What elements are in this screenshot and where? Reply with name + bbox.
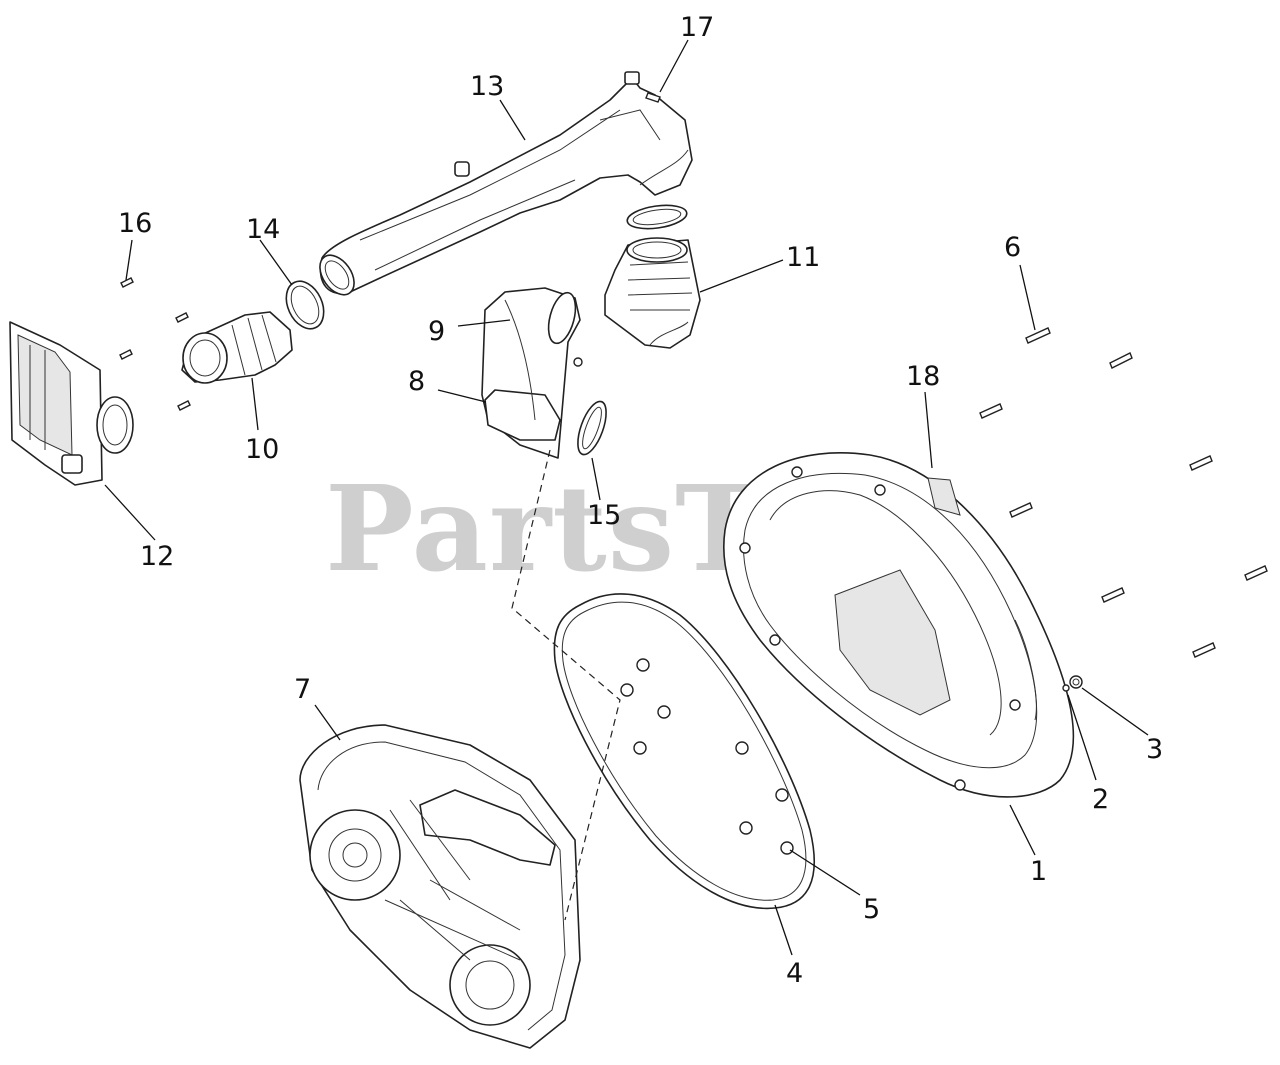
label-3: 3 <box>1146 734 1163 765</box>
label-8: 8 <box>408 366 425 397</box>
label-4: 4 <box>786 958 803 989</box>
label-7: 7 <box>294 674 311 705</box>
part-16-screw[interactable] <box>120 277 134 288</box>
part-18-decal[interactable] <box>927 477 961 516</box>
part-11-intake-boot[interactable] <box>604 237 701 349</box>
part-2-washer[interactable] <box>1062 684 1070 692</box>
part-7-outer-clutch-cover[interactable] <box>299 724 581 1049</box>
label-18: 18 <box>906 361 940 392</box>
alignment-line <box>511 449 621 921</box>
label-16: 16 <box>118 208 152 239</box>
part-14-hose-clamp[interactable] <box>279 275 331 335</box>
label-12: 12 <box>140 541 174 572</box>
part-labels: 1 2 3 4 5 6 7 8 9 10 11 12 13 14 15 16 1… <box>118 12 1163 989</box>
label-1: 1 <box>1030 856 1047 887</box>
label-17: 17 <box>680 12 714 43</box>
part-8-duct-elbow[interactable] <box>481 287 583 459</box>
label-5: 5 <box>863 894 880 925</box>
fastener-group-12 <box>119 312 191 411</box>
label-11: 11 <box>786 242 820 273</box>
label-14: 14 <box>246 214 280 245</box>
intake-gasket <box>626 204 688 230</box>
label-10: 10 <box>245 434 279 465</box>
part-12-air-box[interactable] <box>9 321 134 486</box>
part-10-coupler-boot[interactable] <box>181 311 293 384</box>
label-15: 15 <box>587 500 621 531</box>
part-17-screw[interactable] <box>645 92 661 103</box>
part-4-drive-belt[interactable] <box>553 593 815 910</box>
part-5-screws[interactable] <box>620 658 794 855</box>
label-2: 2 <box>1092 784 1109 815</box>
part-3-nut[interactable] <box>1069 675 1083 689</box>
part-6-bolts[interactable] <box>979 327 1268 658</box>
label-6: 6 <box>1004 232 1021 263</box>
part-13-intake-duct[interactable] <box>313 71 693 301</box>
leader-lines <box>104 39 1149 956</box>
part-1-inner-clutch-cover[interactable] <box>722 452 1075 798</box>
label-13: 13 <box>470 71 504 102</box>
part-15-seal-ring[interactable] <box>572 398 612 458</box>
label-9: 9 <box>428 316 445 347</box>
